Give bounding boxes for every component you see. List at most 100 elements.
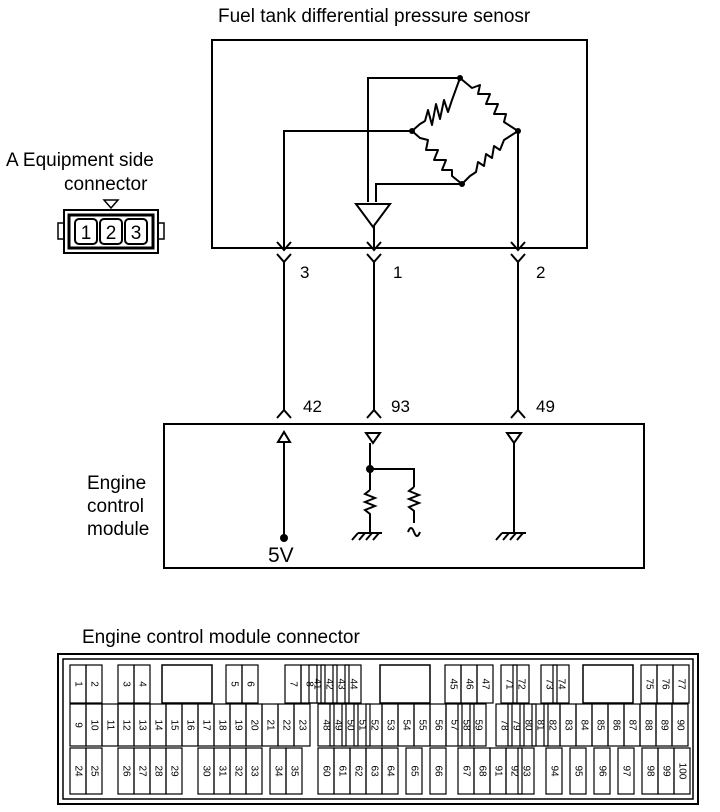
connector-pin-number: 51 xyxy=(357,719,368,731)
ecm-label: control xyxy=(87,496,144,517)
connector-pin-20: 20 xyxy=(245,703,263,747)
connector-pin-41: 41 xyxy=(308,664,326,704)
sensor-pin-arrows xyxy=(276,241,526,264)
connector-pin-91: 91 xyxy=(489,747,507,795)
connector-pin-number: 65 xyxy=(409,765,420,777)
connector-pin-54: 54 xyxy=(397,703,415,747)
connector-pin-35: 35 xyxy=(285,747,303,795)
connector-pin-number: 79 xyxy=(511,719,522,731)
connector-pin-number: 84 xyxy=(579,719,590,731)
connector-pin-cavity xyxy=(531,703,549,747)
ecm-5v-supply xyxy=(276,430,292,542)
connector-pin-number: 95 xyxy=(573,765,584,777)
connector-pin-27: 27 xyxy=(133,747,151,795)
connector-pin-cavity xyxy=(512,664,530,704)
connector-pin-86: 86 xyxy=(607,703,625,747)
connector-pin-cavity xyxy=(353,703,371,747)
connector-pin-cavity xyxy=(329,703,347,747)
connector-pin-cavity xyxy=(405,747,423,795)
sensor-box xyxy=(211,39,588,249)
connector-pin-number: 16 xyxy=(185,719,196,731)
connector-pin-number: 23 xyxy=(297,719,308,731)
connector-pin-94: 94 xyxy=(545,747,563,795)
connector-pin-cavity xyxy=(245,747,263,795)
connector-pin-100: 100 xyxy=(673,747,691,795)
connector-pin-number: 83 xyxy=(563,719,574,731)
connector-pin-number: 54 xyxy=(401,719,412,731)
connector-pin-77: 77 xyxy=(672,664,690,704)
connector-pin-number: 20 xyxy=(249,719,260,731)
connector-pin-47: 47 xyxy=(476,664,494,704)
connector-pin-number: 31 xyxy=(217,765,228,777)
connector-pin-number: 10 xyxy=(89,719,100,731)
connector-pin-number: 27 xyxy=(137,765,148,777)
connector-pin-88: 88 xyxy=(639,703,657,747)
connector-pin-43: 43 xyxy=(332,664,350,704)
connector-pin-75: 75 xyxy=(640,664,658,704)
connector-pin-45: 45 xyxy=(444,664,462,704)
connector-pin-6: 6 xyxy=(241,664,259,704)
connector-pin-81: 81 xyxy=(531,703,549,747)
connector-pin-97: 97 xyxy=(617,747,635,795)
connector-pin-7: 7 xyxy=(284,664,302,704)
connector-pin-cavity xyxy=(505,747,523,795)
connector-pin-number: 33 xyxy=(249,765,260,777)
connector-pin-number: 55 xyxy=(417,719,428,731)
connector-pin-2: 2 xyxy=(85,664,103,704)
connector-pin-98: 98 xyxy=(641,747,659,795)
connector-a-pin: 3 xyxy=(131,223,142,244)
connector-pin-68: 68 xyxy=(473,747,491,795)
connector-pin-number: 53 xyxy=(385,719,396,731)
connector-pin-83: 83 xyxy=(559,703,577,747)
connector-pin-number: 67 xyxy=(461,765,472,777)
connector-pin-cavity xyxy=(672,664,690,704)
connector-pin-number: 48 xyxy=(321,719,332,731)
connector-pin-85: 85 xyxy=(591,703,609,747)
ecm-pin-label: 93 xyxy=(391,397,410,416)
connector-pin-cavity xyxy=(540,664,558,704)
connector-pin-number: 62 xyxy=(353,765,364,777)
connector-pin-number: 76 xyxy=(660,678,671,690)
amplifier-symbol xyxy=(354,203,392,229)
connector-pin-80: 80 xyxy=(519,703,537,747)
connector-pin-24: 24 xyxy=(69,747,87,795)
connector-pin-number: 35 xyxy=(289,765,300,777)
connector-a-label: connector xyxy=(64,174,148,195)
connector-pin-42: 42 xyxy=(320,664,338,704)
connector-pin-cavity xyxy=(381,747,399,795)
connector-pin-92: 92 xyxy=(505,747,523,795)
connector-pin-cavity xyxy=(341,703,359,747)
connector-pin-74: 74 xyxy=(552,664,570,704)
connector-pin-29: 29 xyxy=(165,747,183,795)
connector-pin-31: 31 xyxy=(213,747,231,795)
connector-pin-number: 52 xyxy=(369,719,380,731)
connector-pin-cavity xyxy=(293,703,311,747)
connector-pin-10: 10 xyxy=(85,703,103,747)
connector-pin-number: 100 xyxy=(677,763,688,780)
connector-pin-62: 62 xyxy=(349,747,367,795)
connector-pin-16: 16 xyxy=(181,703,199,747)
connector-pin-18: 18 xyxy=(213,703,231,747)
connector-pin-number: 58 xyxy=(461,719,472,731)
connector-pin-56: 56 xyxy=(429,703,447,747)
connector-pin-cavity xyxy=(569,747,587,795)
connector-pin-cavity xyxy=(457,703,475,747)
connector-pin-number: 80 xyxy=(523,719,534,731)
connector-pin-73: 73 xyxy=(540,664,558,704)
connector-pin-number: 11 xyxy=(105,720,116,731)
connector-pin-number: 29 xyxy=(169,765,180,777)
connector-pin-46: 46 xyxy=(460,664,478,704)
connector-pin-67: 67 xyxy=(457,747,475,795)
connector-pin-cavity xyxy=(517,747,535,795)
connector-pin-89: 89 xyxy=(655,703,673,747)
connector-pin-53: 53 xyxy=(381,703,399,747)
connector-pin-11: 11 xyxy=(101,703,119,747)
connector-pin-number: 7 xyxy=(288,681,299,687)
connector-pin-23: 23 xyxy=(293,703,311,747)
connector-pin-cavity xyxy=(445,703,463,747)
connector-pin-number: 93 xyxy=(521,765,532,777)
sensor-pin-label: 3 xyxy=(300,263,309,282)
connector-pin-84: 84 xyxy=(575,703,593,747)
connector-pin-number: 15 xyxy=(169,719,180,731)
